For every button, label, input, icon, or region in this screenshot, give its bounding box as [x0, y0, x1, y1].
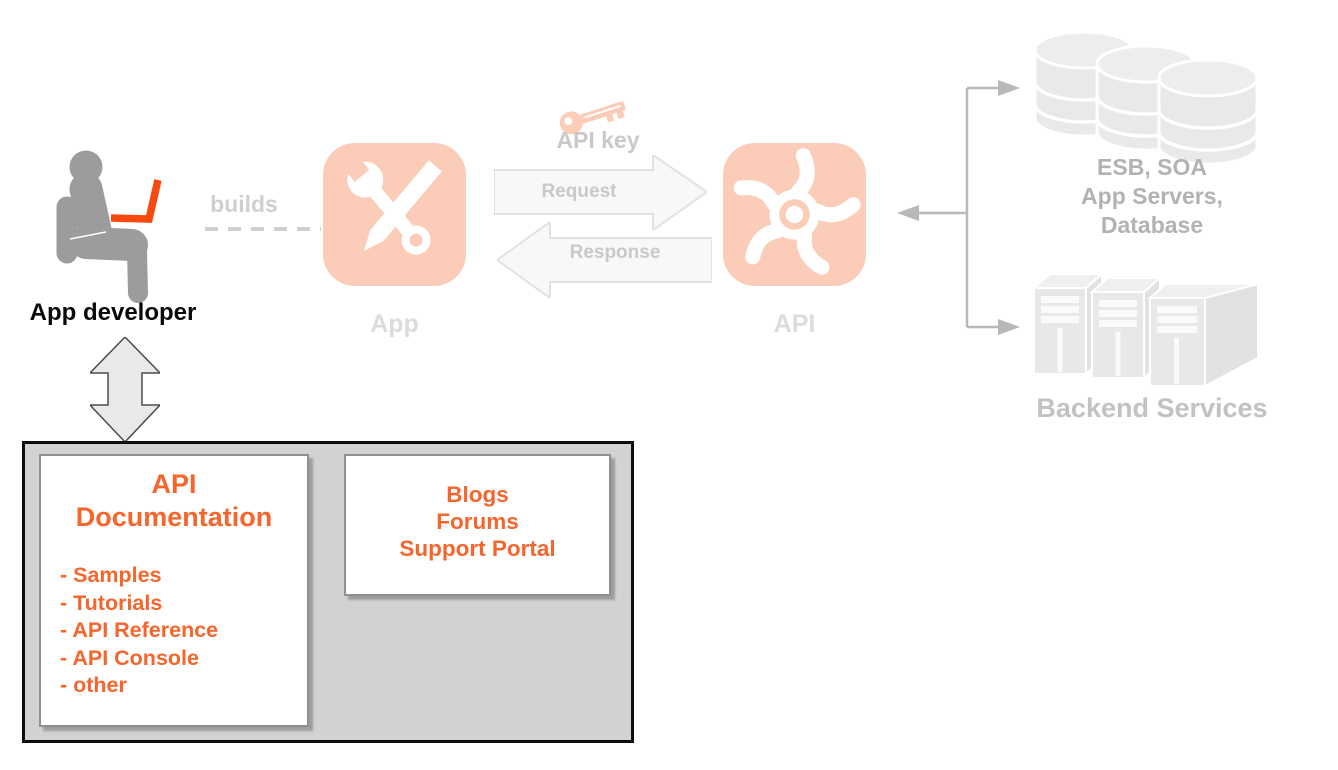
databases-icon — [1034, 30, 1259, 166]
arrowhead-to-api — [897, 205, 919, 221]
developer-label: App developer — [29, 299, 197, 326]
arrowhead-to-databases — [998, 80, 1020, 96]
list-item: - API Reference — [60, 618, 219, 642]
backend-connector — [897, 80, 1020, 335]
list-item: - other — [60, 673, 127, 697]
response-arrow — [497, 222, 712, 298]
api-documentation-title: API Documentation — [75, 469, 273, 532]
backend-services-label: Backend Services — [1036, 393, 1268, 423]
laptop-icon — [110, 179, 162, 223]
builds-label: builds — [210, 191, 278, 217]
esb-soa-label: ESB, SOA App Servers, Database — [1081, 154, 1223, 238]
app-label: App — [370, 310, 419, 338]
request-arrow — [494, 155, 707, 230]
list-item: - Tutorials — [60, 590, 163, 615]
app-icon — [323, 143, 466, 286]
response-label: Response — [569, 242, 661, 263]
api-key-icon — [559, 101, 626, 135]
community-box-text: Blogs Forums Support Portal — [399, 482, 556, 561]
request-label: Request — [541, 181, 617, 202]
pinwheel-icon — [733, 148, 861, 275]
double-arrow-icon — [90, 337, 160, 442]
developer-icon — [56, 150, 162, 303]
wrench-pencil-icon — [341, 153, 442, 255]
api-key-label: API key — [556, 127, 640, 153]
builds-dashed-connector — [205, 227, 321, 231]
servers-icon — [1032, 271, 1261, 388]
api-icon — [723, 143, 866, 286]
api-label: API — [773, 310, 816, 338]
community-box — [344, 454, 611, 596]
api-documentation-list: - Samples - Tutorials - API Reference - … — [60, 562, 300, 700]
list-item: - Samples — [60, 563, 162, 587]
list-item: - API Console — [60, 645, 199, 670]
arrowhead-to-servers — [998, 319, 1020, 335]
api-documentation-box — [39, 454, 309, 727]
